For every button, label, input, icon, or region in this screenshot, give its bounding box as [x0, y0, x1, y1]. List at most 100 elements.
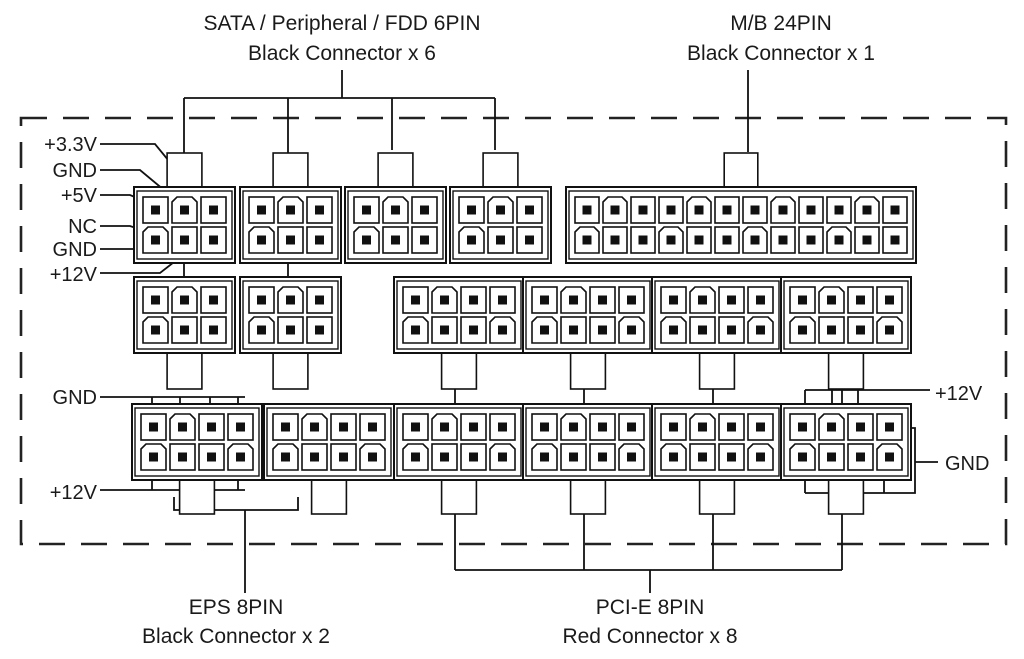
pin: [856, 452, 865, 462]
pin: [411, 295, 420, 305]
pin: [727, 452, 736, 462]
pin: [391, 235, 400, 245]
pin: [627, 452, 636, 462]
pcie-connector: [651, 276, 783, 390]
sata-group-title: SATA / Peripheral / FDD 6PIN: [204, 12, 481, 35]
pin: [496, 205, 505, 215]
pin: [598, 452, 607, 462]
sata-group-subtitle: Black Connector x 6: [248, 42, 436, 65]
pin: [798, 422, 807, 432]
pin-cell: [714, 196, 740, 224]
pin: [339, 422, 348, 432]
sata-connector: [133, 276, 236, 390]
pin: [209, 325, 218, 335]
pin: [610, 235, 620, 245]
eps-group-subtitle: Black Connector x 2: [142, 625, 330, 648]
psu-boundary: [19, 116, 1008, 546]
pcie-label-gnd: GND: [945, 453, 989, 475]
pin: [669, 422, 678, 432]
pin: [362, 235, 371, 245]
latch-tab: [166, 152, 203, 192]
pin: [310, 452, 319, 462]
pin: [525, 235, 534, 245]
pin: [666, 205, 676, 215]
pin: [669, 295, 678, 305]
pin: [798, 295, 807, 305]
latch-tab: [482, 152, 519, 192]
pin-cell: [330, 413, 357, 441]
pin: [440, 325, 449, 335]
eps-label-gnd: GND: [53, 387, 97, 409]
pin: [467, 235, 476, 245]
pin: [698, 325, 707, 335]
pin: [862, 205, 872, 215]
pin: [540, 422, 549, 432]
pin: [469, 422, 478, 432]
sata-connector: [344, 152, 447, 264]
latch-tab: [827, 348, 865, 390]
pin: [669, 452, 678, 462]
mb-group-title: M/B 24PIN: [730, 12, 832, 35]
pin: [862, 235, 872, 245]
pin: [890, 205, 900, 215]
pin: [638, 235, 648, 245]
pcie-group-title: PCI-E 8PIN: [596, 596, 705, 619]
latch-tab: [723, 152, 759, 192]
pin: [440, 452, 449, 462]
pin: [750, 235, 760, 245]
pin: [236, 422, 245, 432]
connectors: [131, 152, 917, 515]
pcie-connector: [393, 403, 525, 515]
pin: [750, 205, 760, 215]
pin: [411, 422, 420, 432]
pin-cell: [658, 196, 684, 224]
pin: [315, 205, 324, 215]
pin: [257, 295, 266, 305]
eps-label-12v: +12V: [50, 482, 98, 504]
pin: [756, 452, 765, 462]
pin: [698, 452, 707, 462]
pin: [885, 422, 894, 432]
pin: [569, 452, 578, 462]
pin: [885, 325, 894, 335]
pin: [420, 235, 429, 245]
pin: [180, 295, 189, 305]
pin-cell: [460, 443, 487, 471]
pin: [207, 422, 216, 432]
pin: [582, 205, 592, 215]
pcie-group-subtitle: Red Connector x 8: [562, 625, 737, 648]
pin: [362, 205, 371, 215]
pin: [286, 325, 295, 335]
pin: [209, 205, 218, 215]
pin: [722, 235, 732, 245]
pin-label-gnd-1: GND: [53, 160, 97, 182]
pin: [856, 325, 865, 335]
latch-tab: [272, 152, 309, 192]
pin-cell: [847, 316, 874, 344]
pin: [209, 235, 218, 245]
pin: [315, 235, 324, 245]
pin: [525, 205, 534, 215]
pin: [834, 205, 844, 215]
pin: [569, 295, 578, 305]
pin: [756, 295, 765, 305]
pin: [368, 422, 377, 432]
pin: [180, 235, 189, 245]
pin: [411, 325, 420, 335]
pin-label-3v3: +3.3V: [44, 134, 97, 156]
pin: [610, 205, 620, 215]
pin-cell: [460, 316, 487, 344]
pin: [339, 452, 348, 462]
pin-cell: [277, 316, 304, 344]
pin: [569, 325, 578, 335]
pin-cell: [602, 226, 628, 254]
pin-cell: [882, 196, 908, 224]
latch-tab: [698, 475, 736, 515]
pin: [885, 295, 894, 305]
pin: [598, 325, 607, 335]
pin: [315, 295, 324, 305]
pin: [827, 452, 836, 462]
pin: [827, 295, 836, 305]
pin-cell: [460, 413, 487, 441]
eps-group-title: EPS 8PIN: [189, 596, 284, 619]
